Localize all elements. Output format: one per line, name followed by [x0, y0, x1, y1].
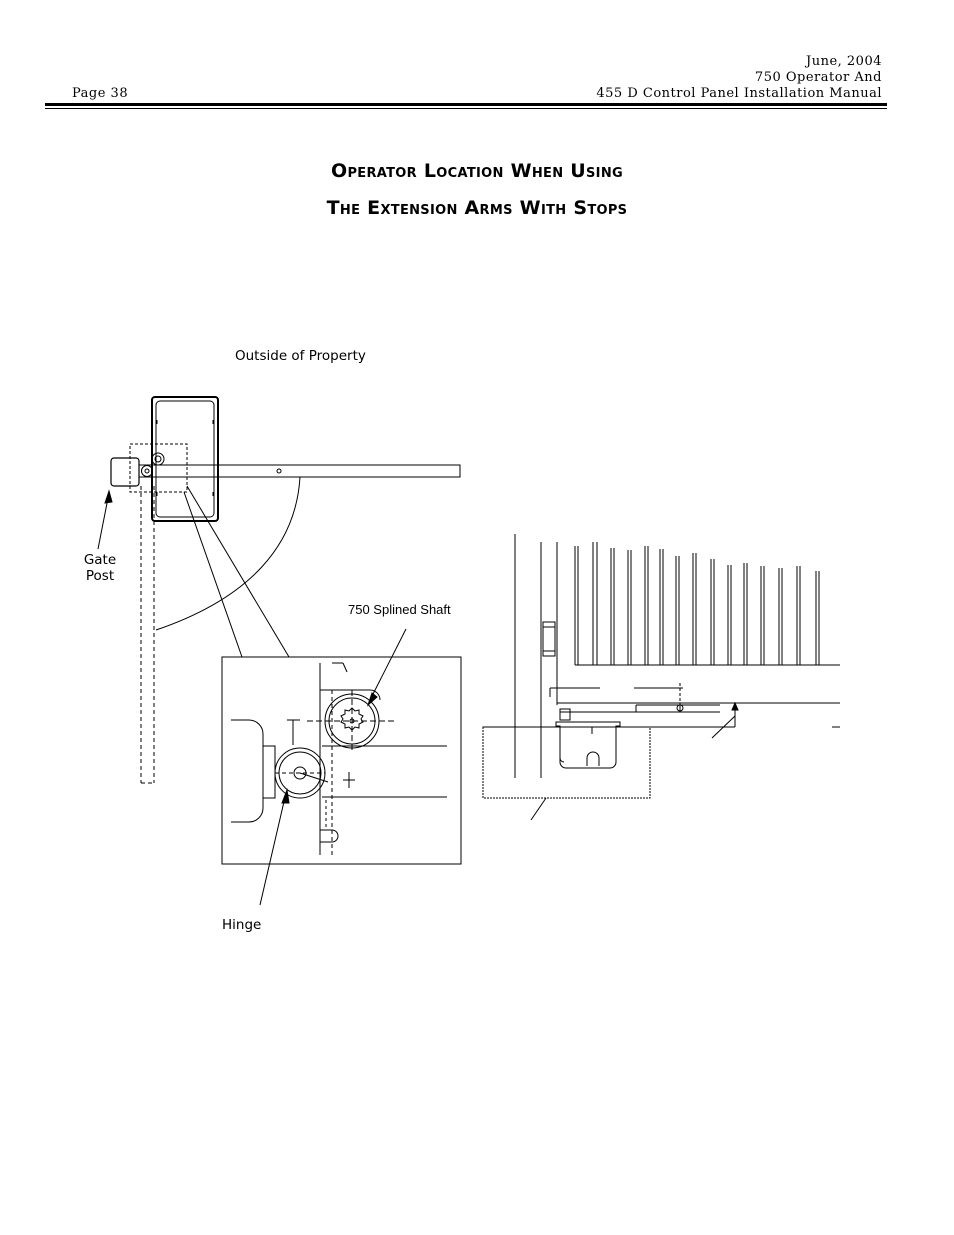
- splined-shaft-label: 750 Splined Shaft: [348, 602, 451, 617]
- gate-swing-arc: [155, 476, 301, 631]
- outside-of-property-label: Outside of Property: [235, 348, 366, 364]
- page-title-line1: Operator Location When Using: [331, 160, 623, 182]
- gate-post-label-line1: Gate: [83, 552, 117, 568]
- zoom-line-right: [186, 485, 290, 658]
- zoom-line-left: [183, 491, 243, 658]
- operator-top-view: [129, 396, 219, 522]
- header-rule-thick: [45, 103, 887, 106]
- hinge-label: Hinge: [222, 917, 262, 933]
- gate-post: [110, 457, 155, 784]
- side-elevation-view: [482, 534, 840, 821]
- hinge-leader: [259, 792, 287, 906]
- gate-post-label: Gate Post: [72, 552, 128, 584]
- header-info: June, 2004 750 Operator And 455 D Contro…: [596, 54, 882, 102]
- gate-post-label-line2: Post: [85, 568, 115, 584]
- header-rule-thin: [45, 108, 887, 109]
- detail-inset: [221, 656, 462, 865]
- header-date: June, 2004: [806, 54, 882, 69]
- page-title-line2: The Extension Arms With Stops: [326, 197, 628, 219]
- header-manual-line1: 750 Operator And: [754, 70, 882, 85]
- splined-shaft-leader: [368, 628, 407, 703]
- header-manual-line2: 455 D Control Panel Installation Manual: [596, 86, 882, 101]
- page-number: Page 38: [72, 86, 129, 101]
